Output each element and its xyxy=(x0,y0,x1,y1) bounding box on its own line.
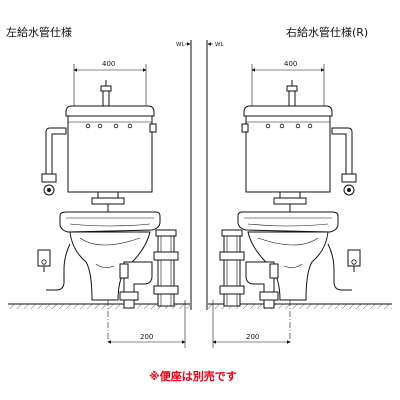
wall-mark-right: WL xyxy=(215,42,224,48)
dimension-left-offset: 200 xyxy=(140,333,153,341)
seat-sold-separately-note: ※便座は別売です xyxy=(149,369,237,383)
floor-right xyxy=(208,304,392,309)
floor-left xyxy=(8,304,190,309)
dimension-right-offset: 200 xyxy=(246,333,259,341)
dimension-right-width: 400 xyxy=(284,60,297,68)
wall-mark-left: WL xyxy=(176,42,185,48)
left-spec-heading: 左給水管仕様 xyxy=(6,25,72,39)
dimension-left-width: 400 xyxy=(102,60,115,68)
right-spec-heading: 右給水管仕様(R) xyxy=(286,25,368,39)
